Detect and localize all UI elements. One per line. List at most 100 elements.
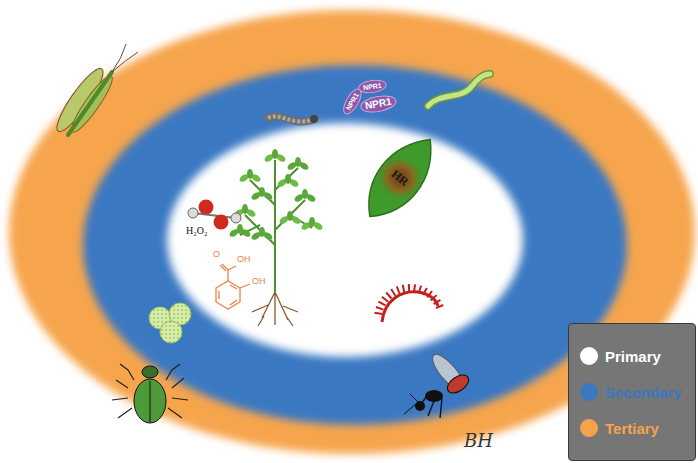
legend-swatch-holder (579, 382, 599, 402)
mycorrhiza-strand-part (408, 284, 410, 292)
hydrogen-peroxide-molecule-part (214, 215, 229, 230)
legend-swatch (580, 347, 598, 365)
caterpillar (268, 115, 318, 123)
mycorrhiza-strand-part (382, 292, 438, 322)
atom-label: OH (237, 255, 251, 264)
mycorrhiza-strand (374, 284, 443, 322)
pollen-grains-part (160, 321, 182, 343)
protein-oval (357, 78, 386, 94)
plant-part (237, 224, 243, 234)
mycorrhiza-strand-part (431, 295, 437, 300)
hydrogen-peroxide-molecule (188, 200, 241, 230)
nematode (428, 74, 490, 106)
salicylic-acid-structure-part (216, 281, 240, 309)
legend-row: Secondary (569, 374, 695, 410)
mycorrhiza-strand-part (376, 307, 384, 310)
plant-part (247, 169, 253, 179)
legend-swatch (580, 383, 598, 401)
legend-swatch-holder (579, 346, 599, 366)
nematode-part (428, 74, 490, 106)
wasp-part (444, 371, 472, 396)
plant (228, 149, 324, 326)
plant-part (272, 149, 278, 159)
plant-part (302, 189, 308, 199)
plant-part (309, 217, 315, 227)
wasp (404, 350, 472, 418)
wasp-part (415, 401, 425, 411)
plant-part (240, 160, 312, 292)
primary-zone-part (167, 123, 523, 357)
legend-label: Tertiary (605, 420, 659, 437)
plant-part (295, 157, 301, 167)
mycorrhiza-strand-part (419, 286, 421, 294)
mycorrhiza-strand-part (378, 302, 385, 306)
hydrogen-peroxide-molecule-part (193, 213, 236, 218)
plant-part (287, 211, 293, 221)
mycorrhiza-strand-part (427, 291, 432, 297)
legend-label: Secondary (605, 384, 682, 401)
mycorrhiza-strand-part (382, 297, 388, 302)
salicylic-acid-structure-part (218, 291, 219, 299)
ground-beetle-part (142, 366, 158, 378)
atom-label: O (213, 250, 220, 259)
nematode-part (428, 74, 490, 106)
ground-beetle-part (134, 379, 166, 423)
artist-signature: BH (464, 432, 493, 450)
wasp-part (425, 390, 443, 402)
salicylic-acid-structure (216, 264, 250, 309)
lacewing-part (112, 44, 138, 72)
salicylic-acid-structure-part (240, 284, 250, 288)
npr1-protein: NPR1 (357, 78, 387, 95)
tertiary-zone (9, 10, 695, 454)
legend-row: Primary (569, 338, 695, 374)
salicylic-acid-structure-part (227, 270, 228, 281)
protein-oval (359, 94, 397, 115)
mycorrhiza-strand-part (423, 288, 427, 295)
salicylic-acid-structure-part (230, 285, 237, 289)
lacewing (51, 44, 138, 136)
tertiary-zone-part (9, 10, 695, 454)
mycorrhiza-strand-part (403, 285, 405, 293)
plant-part (242, 204, 248, 214)
lacewing-part (68, 72, 112, 135)
legend-box: PrimarySecondaryTertiary (568, 323, 696, 461)
plant-part (259, 227, 265, 237)
caterpillar-part (310, 115, 318, 123)
mycorrhiza-strand-part (436, 305, 443, 308)
hydrogen-peroxide-molecule-part (231, 213, 241, 223)
primary-zone (167, 123, 523, 357)
atom-label: OH (252, 277, 266, 286)
hydrogen-peroxide-molecule-part (199, 200, 214, 215)
hydrogen-peroxide-molecule-part (188, 208, 198, 218)
pollen-grains-part (160, 321, 182, 343)
salicylic-acid-structure-part (230, 300, 237, 305)
protein-oval (340, 86, 364, 116)
plant-part (285, 174, 291, 184)
wasp-part (404, 394, 418, 414)
ground-beetle (112, 364, 188, 423)
legend-label: Primary (605, 348, 661, 365)
mycorrhiza-strand-part (386, 292, 391, 298)
plant-part (259, 187, 265, 197)
caterpillar-part (268, 116, 312, 121)
mycorrhiza-strand-part (414, 284, 415, 292)
caterpillar-part (268, 116, 312, 121)
secondary-zone-part (83, 65, 627, 425)
salicylic-acid-structure-part (220, 265, 226, 271)
molecule-formula: H₂O₂ (186, 226, 207, 236)
lacewing-part (67, 72, 117, 136)
secondary-zone (83, 65, 627, 425)
legend-row: Tertiary (569, 410, 695, 446)
plant-part (252, 292, 298, 326)
mycorrhiza-strand-part (391, 289, 395, 296)
legend-swatch-holder (579, 418, 599, 438)
npr1-protein: NPR1 (339, 85, 365, 116)
ground-beetle-part (150, 381, 151, 422)
mycorrhiza-strand-part (374, 313, 382, 314)
hr-leaf: HR (346, 120, 455, 236)
legend-swatch (580, 419, 598, 437)
salicylic-acid-structure-part (228, 266, 236, 270)
hr-lesion (368, 147, 431, 210)
mycorrhiza-strand-part (434, 300, 441, 304)
